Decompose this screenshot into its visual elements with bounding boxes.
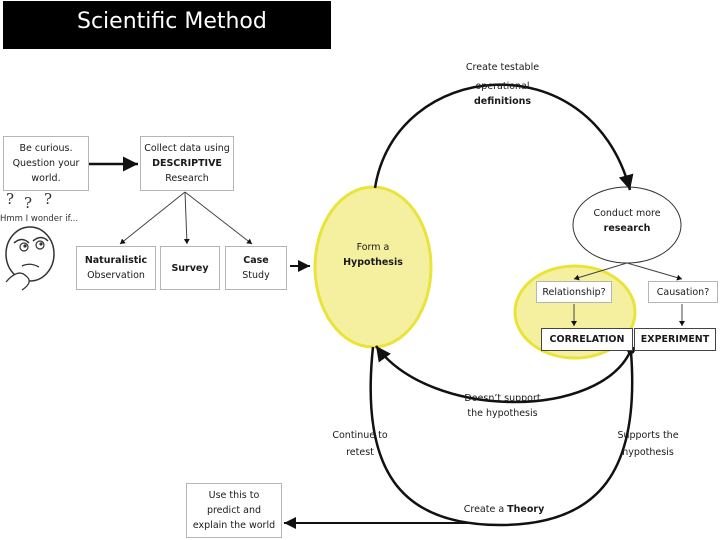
create-testable-line-2: operational: [475, 81, 530, 92]
be-curious-line-1: Be curious.: [19, 143, 73, 154]
experiment-box: EXPERIMENT: [634, 328, 716, 351]
conduct-research-label: Conduct more research: [582, 206, 672, 236]
relationship-label: Relationship?: [542, 286, 606, 298]
collect-data-line-3: Research: [165, 173, 209, 184]
naturalistic-line-2: Observation: [87, 270, 145, 281]
survey-label: Survey: [171, 262, 209, 274]
title-bar: Scientific Method: [3, 1, 331, 49]
hypothesis-line-1: Form a: [356, 242, 390, 253]
research-to-relationship-arrow: [573, 262, 628, 281]
top-arc-arrow: [373, 83, 634, 191]
supports-line-2: hypothesis: [622, 447, 674, 458]
collect-data-line-1: Collect data using: [144, 143, 230, 154]
case-study-box: Case Study: [225, 246, 287, 290]
causation-box: Causation?: [648, 281, 718, 303]
correlation-box: CORRELATION: [541, 328, 633, 351]
continue-retest-line-1: Continue to: [332, 430, 388, 441]
collect-to-naturalistic-arrow: [119, 191, 186, 245]
thought-text: Hmm I wonder if...: [0, 214, 79, 224]
doesnt-support-arc: [374, 345, 633, 404]
be-curious-line-3: world.: [31, 173, 61, 184]
use-this-line-3: explain the world: [192, 520, 276, 531]
use-this-line-1: Use this to: [208, 490, 260, 501]
case-study-line-1: Case: [243, 255, 269, 266]
question-mark-2: ?: [24, 194, 33, 212]
supports-line-1: Supports the: [617, 430, 679, 441]
create-theory-label: Create a Theory: [456, 502, 552, 517]
conduct-research-line-1: Conduct more: [593, 208, 661, 219]
use-this-line-2: predict and: [206, 505, 262, 516]
collect-data-box: Collect data using DESCRIPTIVE Research: [140, 136, 234, 191]
causation-label: Causation?: [656, 286, 710, 298]
conduct-research-line-2: research: [603, 223, 651, 234]
continue-retest-line-2: retest: [346, 447, 374, 458]
survey-box: Survey: [160, 246, 220, 290]
experiment-label: EXPERIMENT: [640, 334, 710, 345]
naturalistic-observation-box: Naturalistic Observation: [76, 246, 156, 290]
hypothesis-label: Form a Hypothesis: [333, 240, 413, 270]
continue-retest-label: Continue to retest: [322, 428, 398, 460]
collect-to-survey-arrow: [183, 191, 190, 245]
doesnt-support-line-1: Doesn’t support: [464, 393, 541, 404]
question-mark-1: ?: [6, 190, 15, 208]
create-theory-bold: Theory: [507, 504, 545, 515]
create-testable-label: Create testable operational definitions: [455, 60, 550, 109]
create-testable-line-3: definitions: [473, 96, 532, 107]
supports-label: Supports the hypothesis: [608, 428, 688, 460]
correlation-label: CORRELATION: [549, 334, 625, 345]
create-theory-prefix: Create a: [463, 504, 508, 515]
use-this-box: Use this to predict and explain the worl…: [186, 483, 282, 538]
hypothesis-line-2: Hypothesis: [343, 257, 403, 268]
relationship-box: Relationship?: [536, 281, 612, 303]
create-testable-line-1: Create testable: [465, 62, 540, 73]
question-mark-3: ?: [44, 190, 53, 208]
doesnt-support-line-2: the hypothesis: [467, 408, 538, 419]
doesnt-support-label: Doesn’t support the hypothesis: [455, 391, 550, 421]
collect-to-case-arrow: [184, 191, 253, 245]
bottom-loop-arc: [369, 346, 634, 527]
be-curious-line-2: Question your: [12, 158, 80, 169]
page-title: Scientific Method: [77, 9, 267, 34]
collect-data-line-2: DESCRIPTIVE: [152, 158, 222, 169]
be-curious-box: Be curious. Question your world.: [3, 136, 89, 191]
naturalistic-line-1: Naturalistic: [84, 255, 148, 266]
research-to-causation-arrow: [626, 262, 683, 281]
case-study-line-2: Study: [242, 270, 270, 281]
